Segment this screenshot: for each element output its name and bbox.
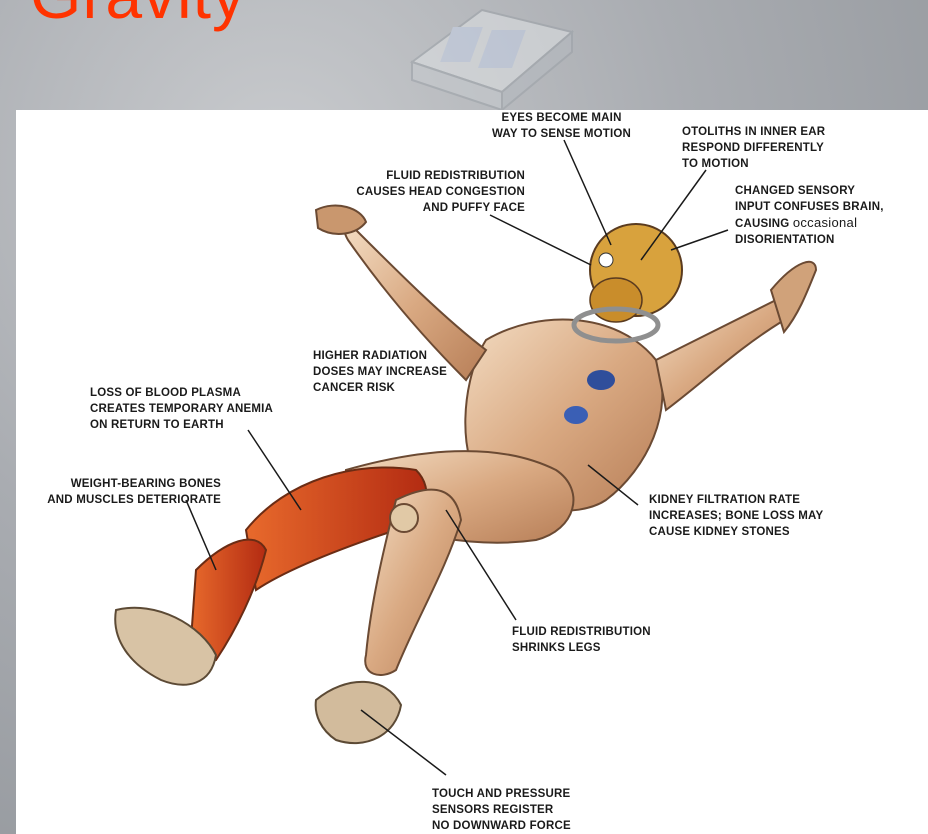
right-arm-shape (656, 300, 785, 410)
right-boot-shape (316, 682, 401, 743)
astronaut-diagram-panel: EYES BECOME MAIN WAY TO SENSE MOTION OTO… (16, 110, 928, 834)
label-legs: FLUID REDISTRIBUTION SHRINKS LEGS (512, 624, 651, 656)
label-radiation: HIGHER RADIATION DOSES MAY INCREASE CANC… (313, 348, 447, 396)
label-plasma: LOSS OF BLOOD PLASMA CREATES TEMPORARY A… (90, 385, 273, 433)
label-kidney: KIDNEY FILTRATION RATE INCREASES; BONE L… (649, 492, 823, 540)
label-otoliths: OTOLITHS IN INNER EAR RESPOND DIFFERENTL… (682, 124, 825, 172)
label-eyes: EYES BECOME MAIN WAY TO SENSE MOTION (492, 110, 631, 142)
label-bones: WEIGHT-BEARING BONES AND MUSCLES DETERIO… (16, 476, 221, 508)
slide-title: Gravity (30, 0, 246, 28)
label-sensory: CHANGED SENSORY INPUT CONFUSES BRAIN, CA… (735, 183, 884, 248)
satellite-icon (402, 2, 582, 110)
label-touch: TOUCH AND PRESSURE SENSORS REGISTER NO D… (432, 786, 571, 834)
label-fluid-head: FLUID REDISTRIBUTION CAUSES HEAD CONGEST… (327, 168, 525, 216)
